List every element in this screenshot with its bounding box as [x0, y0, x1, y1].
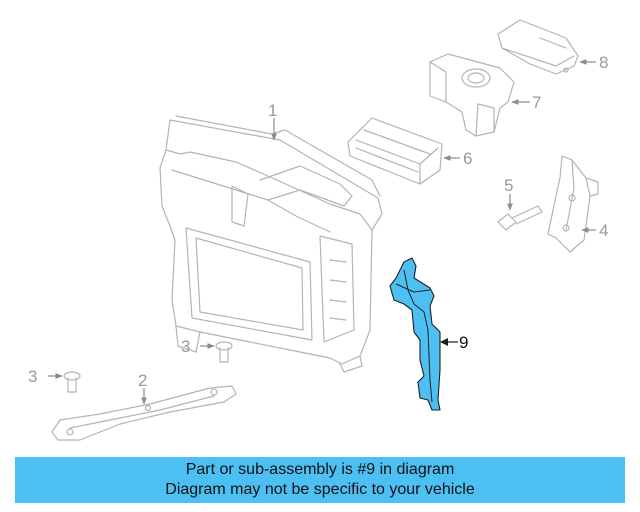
parts-diagram: 1 2 3 3 4 5 6: [28, 19, 608, 441]
callout-2: 2: [138, 371, 147, 390]
lower-reinforcement-part: [51, 385, 237, 441]
bolt-part-left: [63, 371, 81, 393]
banner-line-1: Part or sub-assembly is #9 in diagram: [185, 461, 455, 478]
callout-7: 7: [532, 93, 541, 112]
callout-3-left: 3: [28, 367, 37, 386]
intake-housing-part: [429, 53, 515, 137]
banner-line-2: Diagram may not be specific to your vehi…: [165, 481, 475, 498]
callout-5: 5: [504, 176, 513, 195]
bolt-part-center: [215, 341, 233, 363]
radiator-support-part: [159, 115, 383, 373]
air-guide-part-highlighted: [389, 257, 441, 411]
callout-9: 9: [459, 333, 468, 352]
callout-3-center: 3: [181, 337, 190, 356]
info-banner: Part or sub-assembly is #9 in diagram Di…: [15, 457, 625, 503]
bracket-part: [547, 155, 599, 253]
callout-4: 4: [599, 221, 608, 240]
air-duct-part: [347, 117, 443, 185]
intake-cover-part: [497, 19, 579, 75]
bolt-part-right: [497, 205, 543, 231]
callout-8: 8: [599, 53, 608, 72]
callout-6: 6: [463, 149, 472, 168]
callout-1: 1: [268, 101, 277, 120]
